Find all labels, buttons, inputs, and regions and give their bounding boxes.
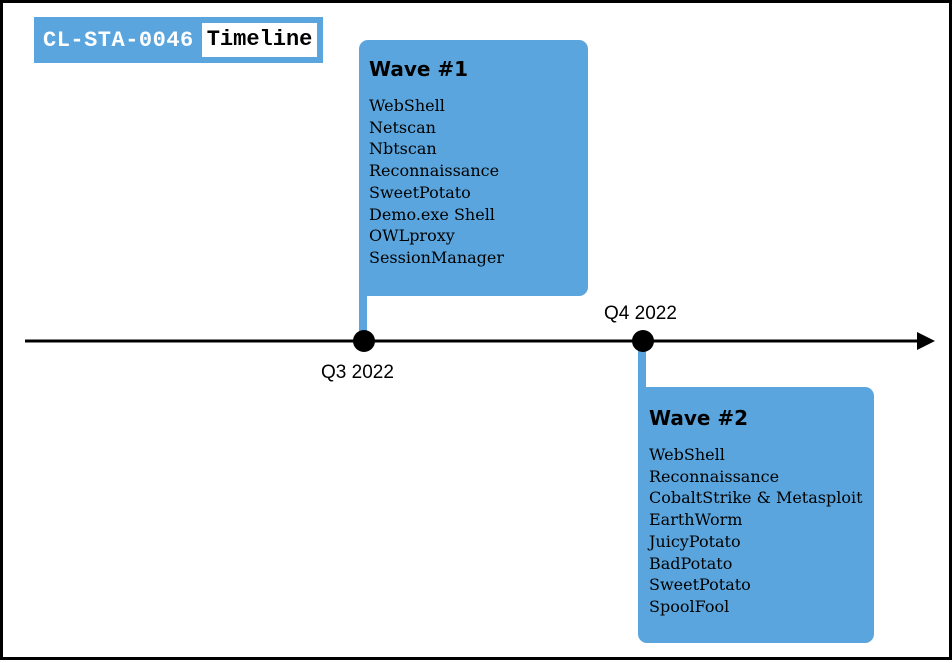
- list-item: Nbtscan: [369, 139, 437, 159]
- list-item: EarthWorm: [649, 510, 743, 530]
- list-item: SweetPotato: [649, 575, 751, 595]
- wave-1-title: Wave #1: [369, 57, 469, 81]
- list-item: CobaltStrike & Metasploit: [649, 488, 863, 508]
- list-item: SpoolFool: [649, 596, 730, 616]
- wave-1-card: Wave #1 WebShell Netscan Nbtscan Reconna…: [359, 40, 588, 296]
- list-item: OWLproxy: [369, 226, 455, 246]
- title-banner: CL-STA-0046 Timeline: [34, 17, 324, 63]
- milestone-label-q4: Q4 2022: [604, 303, 677, 324]
- wave-2-connector: [638, 341, 646, 401]
- milestone-dot-q3: [353, 330, 375, 352]
- title-code: CL-STA-0046: [43, 27, 194, 53]
- list-item: Netscan: [369, 117, 436, 137]
- list-item: BadPotato: [649, 553, 733, 573]
- milestone-label-q3: Q3 2022: [321, 362, 394, 383]
- wave-1-list: WebShell Netscan Nbtscan Reconnaissance …: [369, 95, 588, 269]
- wave-2-card: Wave #2 WebShell Reconnaissance CobaltSt…: [638, 387, 874, 643]
- list-item: WebShell: [369, 96, 445, 115]
- list-item: Reconnaissance: [369, 161, 500, 181]
- wave-1-connector: [359, 283, 367, 341]
- list-item: SweetPotato: [369, 182, 471, 202]
- list-item: SessionManager: [369, 247, 505, 267]
- wave-2-list: WebShell Reconnaissance CobaltStrike & M…: [649, 444, 874, 618]
- timeline-arrowhead: [917, 332, 935, 350]
- list-item: WebShell: [649, 445, 725, 464]
- title-word: Timeline: [201, 23, 318, 57]
- milestone-dot-q4: [632, 330, 654, 352]
- list-item: Reconnaissance: [649, 466, 780, 486]
- timeline-axis: [25, 330, 935, 352]
- list-item: Demo.exe Shell: [369, 204, 495, 224]
- wave-2-title: Wave #2: [649, 406, 749, 430]
- list-item: JuicyPotato: [649, 531, 741, 551]
